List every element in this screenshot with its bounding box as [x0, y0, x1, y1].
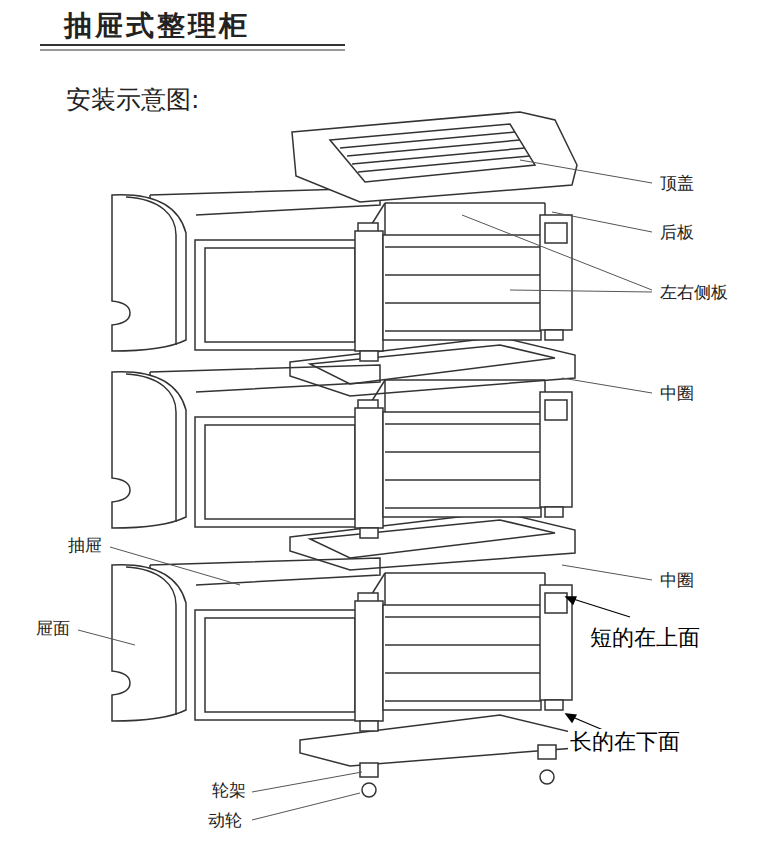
part-label: 中圈 — [658, 570, 696, 590]
part-label: 屉面 — [34, 618, 72, 638]
note: 短的在上面 — [588, 625, 702, 651]
part-label: 后板 — [658, 222, 696, 242]
subtitle: 安装示意图: — [64, 85, 201, 115]
part-label: 抽屉 — [66, 535, 104, 555]
part-label: 中圈 — [658, 383, 696, 403]
title: 抽屉式整理柜 — [62, 9, 252, 43]
part-label: 顶盖 — [658, 173, 696, 193]
part-label: 左右侧板 — [658, 282, 730, 302]
part-label: 轮架 — [210, 780, 248, 800]
part-label: 动轮 — [206, 810, 244, 830]
note: 长的在下面 — [568, 729, 682, 755]
